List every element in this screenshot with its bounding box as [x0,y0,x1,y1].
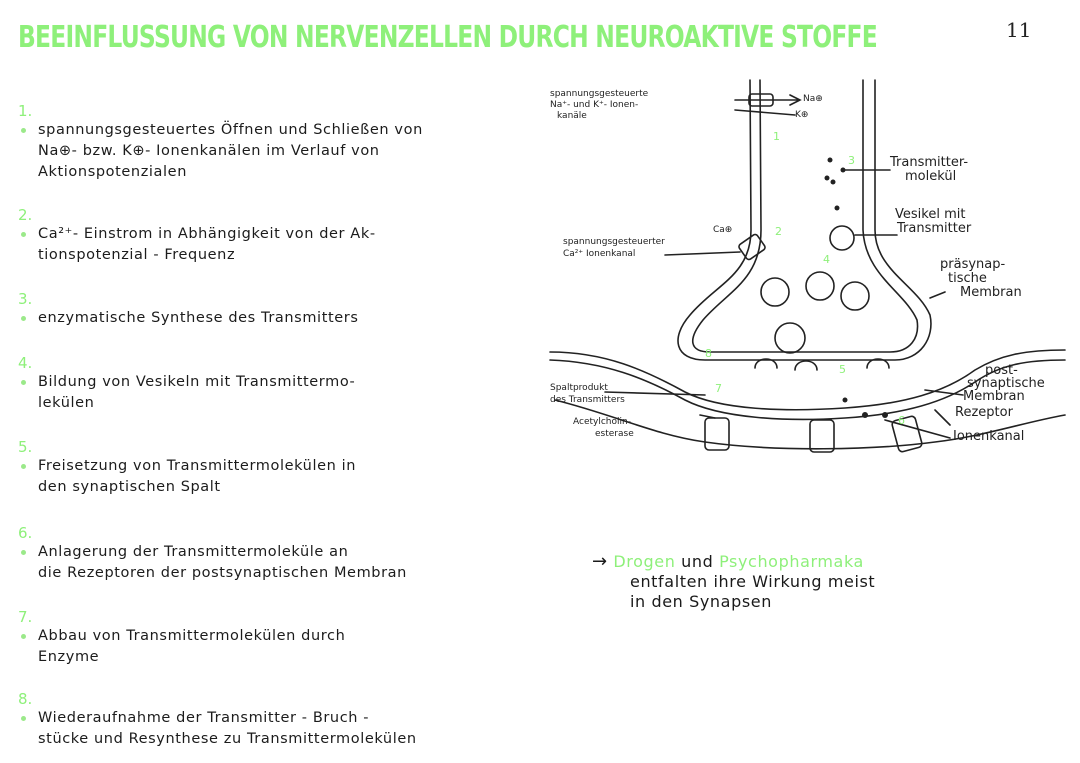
step-text: die Rezeptoren der postsynaptischen Memb… [38,565,407,581]
postsynaptic-outline [549,349,1066,411]
synapse-diagram: spannungsgesteuerte Na⁺- und K⁺- Ionen- … [549,79,1066,453]
step-1: 1. spannungsgesteuertes Öffnen und Schli… [18,102,538,183]
diagram-number: 3 [848,154,855,167]
vesicle-icon [774,322,806,354]
step-2: 2. Ca²⁺- Einstrom in Abhängigkeit von de… [18,206,538,266]
postsynaptic-membrane [554,399,1066,450]
ca-channel-icon [738,233,766,261]
step-number: 8. [18,690,33,708]
label-k: K⊕ [795,110,808,120]
step-text: Na⊕- bzw. K⊕- Ionenkanälen im Verlauf vo… [38,143,380,159]
step-number: 6. [18,524,33,542]
label-channel: Na⁺- und K⁺- Ionen- [550,100,638,110]
step-number: 3. [18,290,33,308]
diagram-number: 6 [898,414,905,427]
label-rezeptor: Rezeptor [955,405,1014,420]
step-text: den synaptischen Spalt [38,479,221,495]
label-channel: kanäle [557,111,587,121]
step-4: 4. Bildung von Vesikeln mit Transmitterm… [18,354,538,414]
note-und: und [681,552,714,571]
label-transmitter: Transmitter- [889,155,968,170]
step-text: tionspotenzial - Frequenz [38,247,236,263]
step-number: 1. [18,102,33,120]
arrow-icon: → [592,551,608,572]
label-spalt: des Transmitters [550,395,625,405]
label-postsyn: post- [985,363,1018,378]
page-number: 11 [1006,18,1032,42]
vesicle-icon [805,271,835,301]
label-ca-channel: spannungsgesteuerter [563,237,665,247]
step-text: Aktionspotenzialen [38,164,187,180]
step-6: 6. Anlagerung der Transmittermoleküle an… [18,524,538,584]
page-title: BEEINFLUSSUNG VON NERVENZELLEN DURCH NEU… [18,20,878,55]
step-text: lekülen [38,395,95,411]
label-acetyl: esterase [595,429,634,439]
step-text: Ca²⁺- Einstrom in Abhängigkeit von der A… [18,224,538,245]
vesicle-icon [829,225,855,251]
step-number: 5. [18,438,33,456]
label-ca-channel: Ca²⁺ Ionenkanal [563,249,635,259]
label-acetyl: Acetylcholin- [573,417,631,427]
diagram-number: 2 [775,225,782,238]
label-vesikel: Vesikel mit [895,207,965,222]
label-transmitter: molekül [905,169,956,184]
step-text: enzymatische Synthese des Transmitters [18,308,538,329]
label-vesikel: Transmitter [896,221,972,236]
note-drogen: Drogen [613,552,676,571]
diagram-number: 5 [839,363,846,376]
note-psychopharmaka: Psychopharmaka [719,552,864,571]
step-number: 2. [18,206,33,224]
step-3: 3. enzymatische Synthese des Transmitter… [18,290,538,329]
step-8: 8. Wiederaufnahme der Transmitter - Bruc… [18,690,538,750]
receptor-icon [809,419,835,453]
axon-terminal-outline [677,79,932,361]
label-ca: Ca⊕ [713,225,732,235]
note-line: entfalten ihre Wirkung meist [630,572,876,591]
vesicle-icon [760,277,790,307]
diagram-number: 7 [715,382,722,395]
label-channel: spannungsgesteuerte [550,89,649,99]
step-text: Abbau von Transmittermolekülen durch [18,626,538,647]
step-text: Bildung von Vesikeln mit Transmittermo- [18,372,538,393]
diagram-number: 1 [773,130,780,143]
diagram-number: 4 [823,253,830,266]
step-number: 7. [18,608,33,626]
summary-note: → Drogen und Psychopharmaka entfalten ih… [592,552,1012,612]
label-postsyn: Membran [963,389,1025,404]
step-text: stücke und Resynthese zu Transmittermole… [38,731,417,747]
label-na: Na⊕ [803,94,823,104]
step-text: Freisetzung von Transmittermolekülen in [18,456,538,477]
label-spalt: Spaltprodukt [550,383,608,393]
vesicle-icon [840,281,870,311]
step-5: 5. Freisetzung von Transmittermolekülen … [18,438,538,498]
step-7: 7. Abbau von Transmittermolekülen durch … [18,608,538,668]
step-text: Anlagerung der Transmittermoleküle an [18,542,538,563]
label-praesyn: präsynap- [940,257,1005,272]
note-line: in den Synapsen [630,592,772,611]
step-text: Enzyme [38,649,100,665]
label-praesyn: Membran [960,285,1022,300]
axon-inner-membrane [692,79,919,353]
step-text: spannungsgesteuertes Öffnen und Schließe… [18,120,538,141]
receptor-icon [891,415,923,453]
label-postsyn: synaptische [967,376,1045,391]
step-number: 4. [18,354,33,372]
diagram-number: 8 [705,347,712,360]
label-ionenkanal: Ionenkanal [953,429,1024,444]
label-praesyn: tische [948,271,987,286]
step-text: Wiederaufnahme der Transmitter - Bruch - [18,708,538,729]
receptor-icon [704,417,730,451]
